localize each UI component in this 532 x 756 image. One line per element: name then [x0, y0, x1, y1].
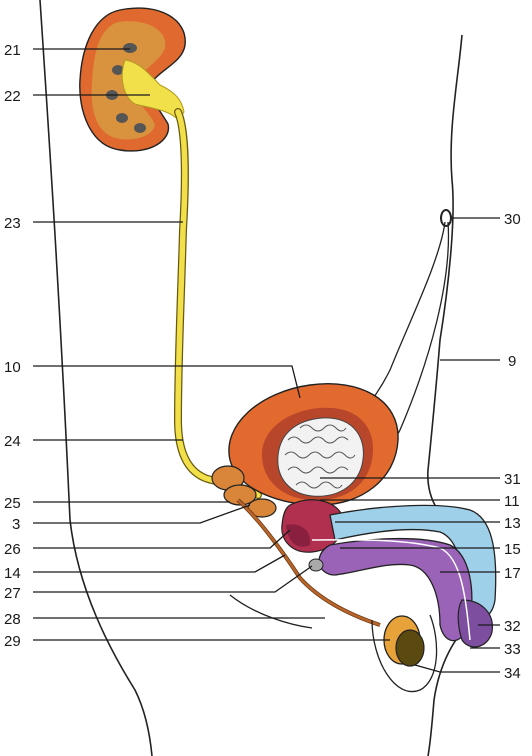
label-17: 17	[504, 565, 521, 582]
labels-right: 30 9 31 11 13 15 17 32 33 34	[504, 211, 521, 682]
testis-body	[396, 630, 424, 666]
label-34: 34	[504, 665, 521, 682]
label-29: 29	[4, 633, 21, 650]
label-10: 10	[4, 359, 21, 376]
label-21: 21	[4, 42, 21, 59]
urinary-bladder	[229, 384, 398, 505]
label-33: 33	[504, 641, 521, 658]
label-22: 22	[4, 88, 21, 105]
label-11: 11	[504, 493, 520, 510]
label-13: 13	[504, 515, 521, 532]
label-27: 27	[4, 585, 21, 602]
bulbourethral-gland	[309, 559, 323, 571]
inguinal-ring	[441, 210, 451, 226]
label-3: 3	[12, 516, 20, 533]
testis	[384, 616, 424, 666]
label-26: 26	[4, 541, 21, 558]
labels-left: 21 22 23 10 24 25 3 26 14 27 28 29	[4, 42, 21, 650]
leg-outline	[230, 595, 312, 628]
label-25: 25	[4, 495, 21, 512]
label-32: 32	[504, 618, 521, 635]
label-31: 31	[504, 471, 521, 488]
label-24: 24	[4, 433, 21, 450]
label-15: 15	[504, 541, 521, 558]
label-30: 30	[504, 211, 521, 228]
label-23: 23	[4, 215, 21, 232]
kidney	[80, 8, 185, 151]
label-14: 14	[4, 565, 21, 582]
label-28: 28	[4, 611, 21, 628]
label-9: 9	[508, 353, 516, 370]
